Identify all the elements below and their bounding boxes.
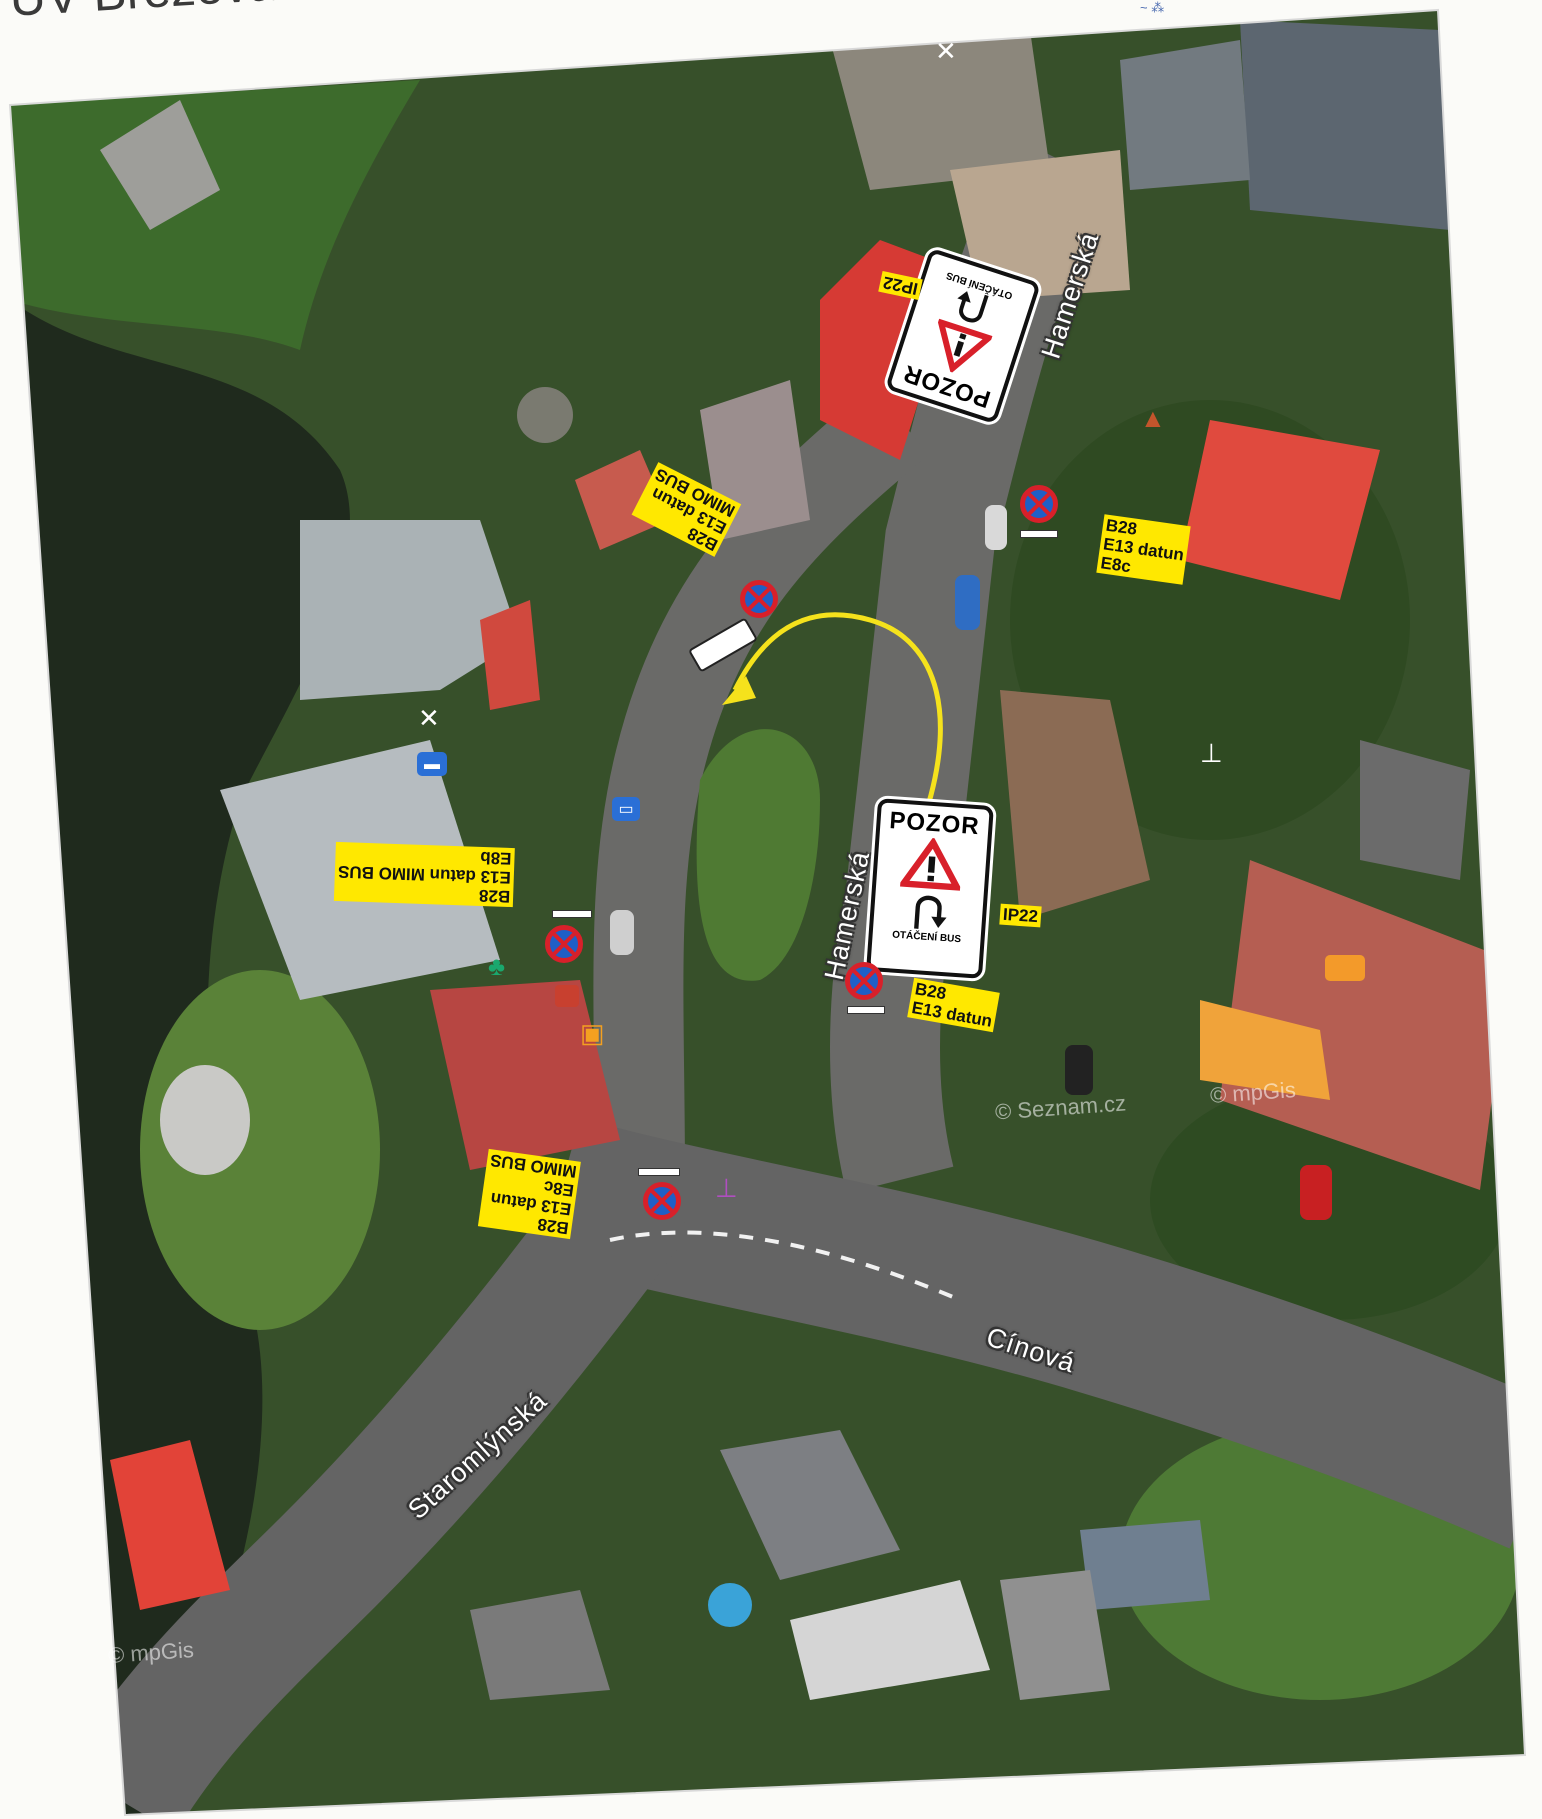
restaurant-icon: ✕ bbox=[418, 703, 440, 733]
u-turn-arrow-icon bbox=[914, 895, 947, 929]
supplementary-plate bbox=[1020, 530, 1058, 538]
signpost-icon: ⊥ bbox=[715, 1173, 738, 1203]
restaurant-icon: ✕ bbox=[935, 36, 957, 66]
warning-triangle-icon bbox=[899, 836, 963, 891]
hotel-bed-icon: ▬ bbox=[417, 752, 447, 776]
no-stopping-sign-icon bbox=[740, 580, 778, 618]
pozor-label: POZOR bbox=[888, 807, 981, 841]
shop-icon bbox=[555, 985, 579, 1007]
pozor-bus-turning-sign-top: POZOR OTÁČENÍ BUS bbox=[884, 247, 1042, 425]
bus-icon: ▭ bbox=[612, 797, 640, 821]
no-stopping-sign-icon bbox=[845, 962, 883, 1000]
sign-code-label-mid-left: B28 E13 datun MIMO BUS E8b bbox=[334, 841, 515, 908]
parcel-box-icon: ▣ bbox=[580, 1018, 605, 1048]
signpost-icon: ⊥ bbox=[1200, 738, 1223, 768]
no-stopping-sign-icon bbox=[545, 925, 583, 963]
u-turn-arrow-icon bbox=[957, 291, 989, 323]
no-stopping-sign-icon bbox=[643, 1182, 681, 1220]
sign-code-label-top-right: B28 E13 datun E8c bbox=[1096, 514, 1191, 585]
ip22-label-mid: IP22 bbox=[999, 903, 1042, 928]
supplementary-plate bbox=[847, 1006, 885, 1014]
handwritten-scribble: ~ ⁂ bbox=[1140, 0, 1165, 15]
dentist-icon: ♣ bbox=[488, 951, 506, 981]
supplementary-plate bbox=[552, 910, 592, 918]
atm-icon bbox=[1325, 955, 1365, 981]
no-stopping-sign-icon bbox=[1020, 485, 1058, 523]
supplementary-plate bbox=[638, 1168, 680, 1176]
landmark-icon: ▲ bbox=[1140, 403, 1166, 433]
pozor-bus-turning-sign-mid: POZOR OTÁČENÍ BUS bbox=[866, 798, 994, 979]
warning-triangle-icon bbox=[936, 318, 993, 374]
sign-code-label-bottom-left: B28 E13 datun E8c MIMO BUS bbox=[478, 1148, 581, 1240]
